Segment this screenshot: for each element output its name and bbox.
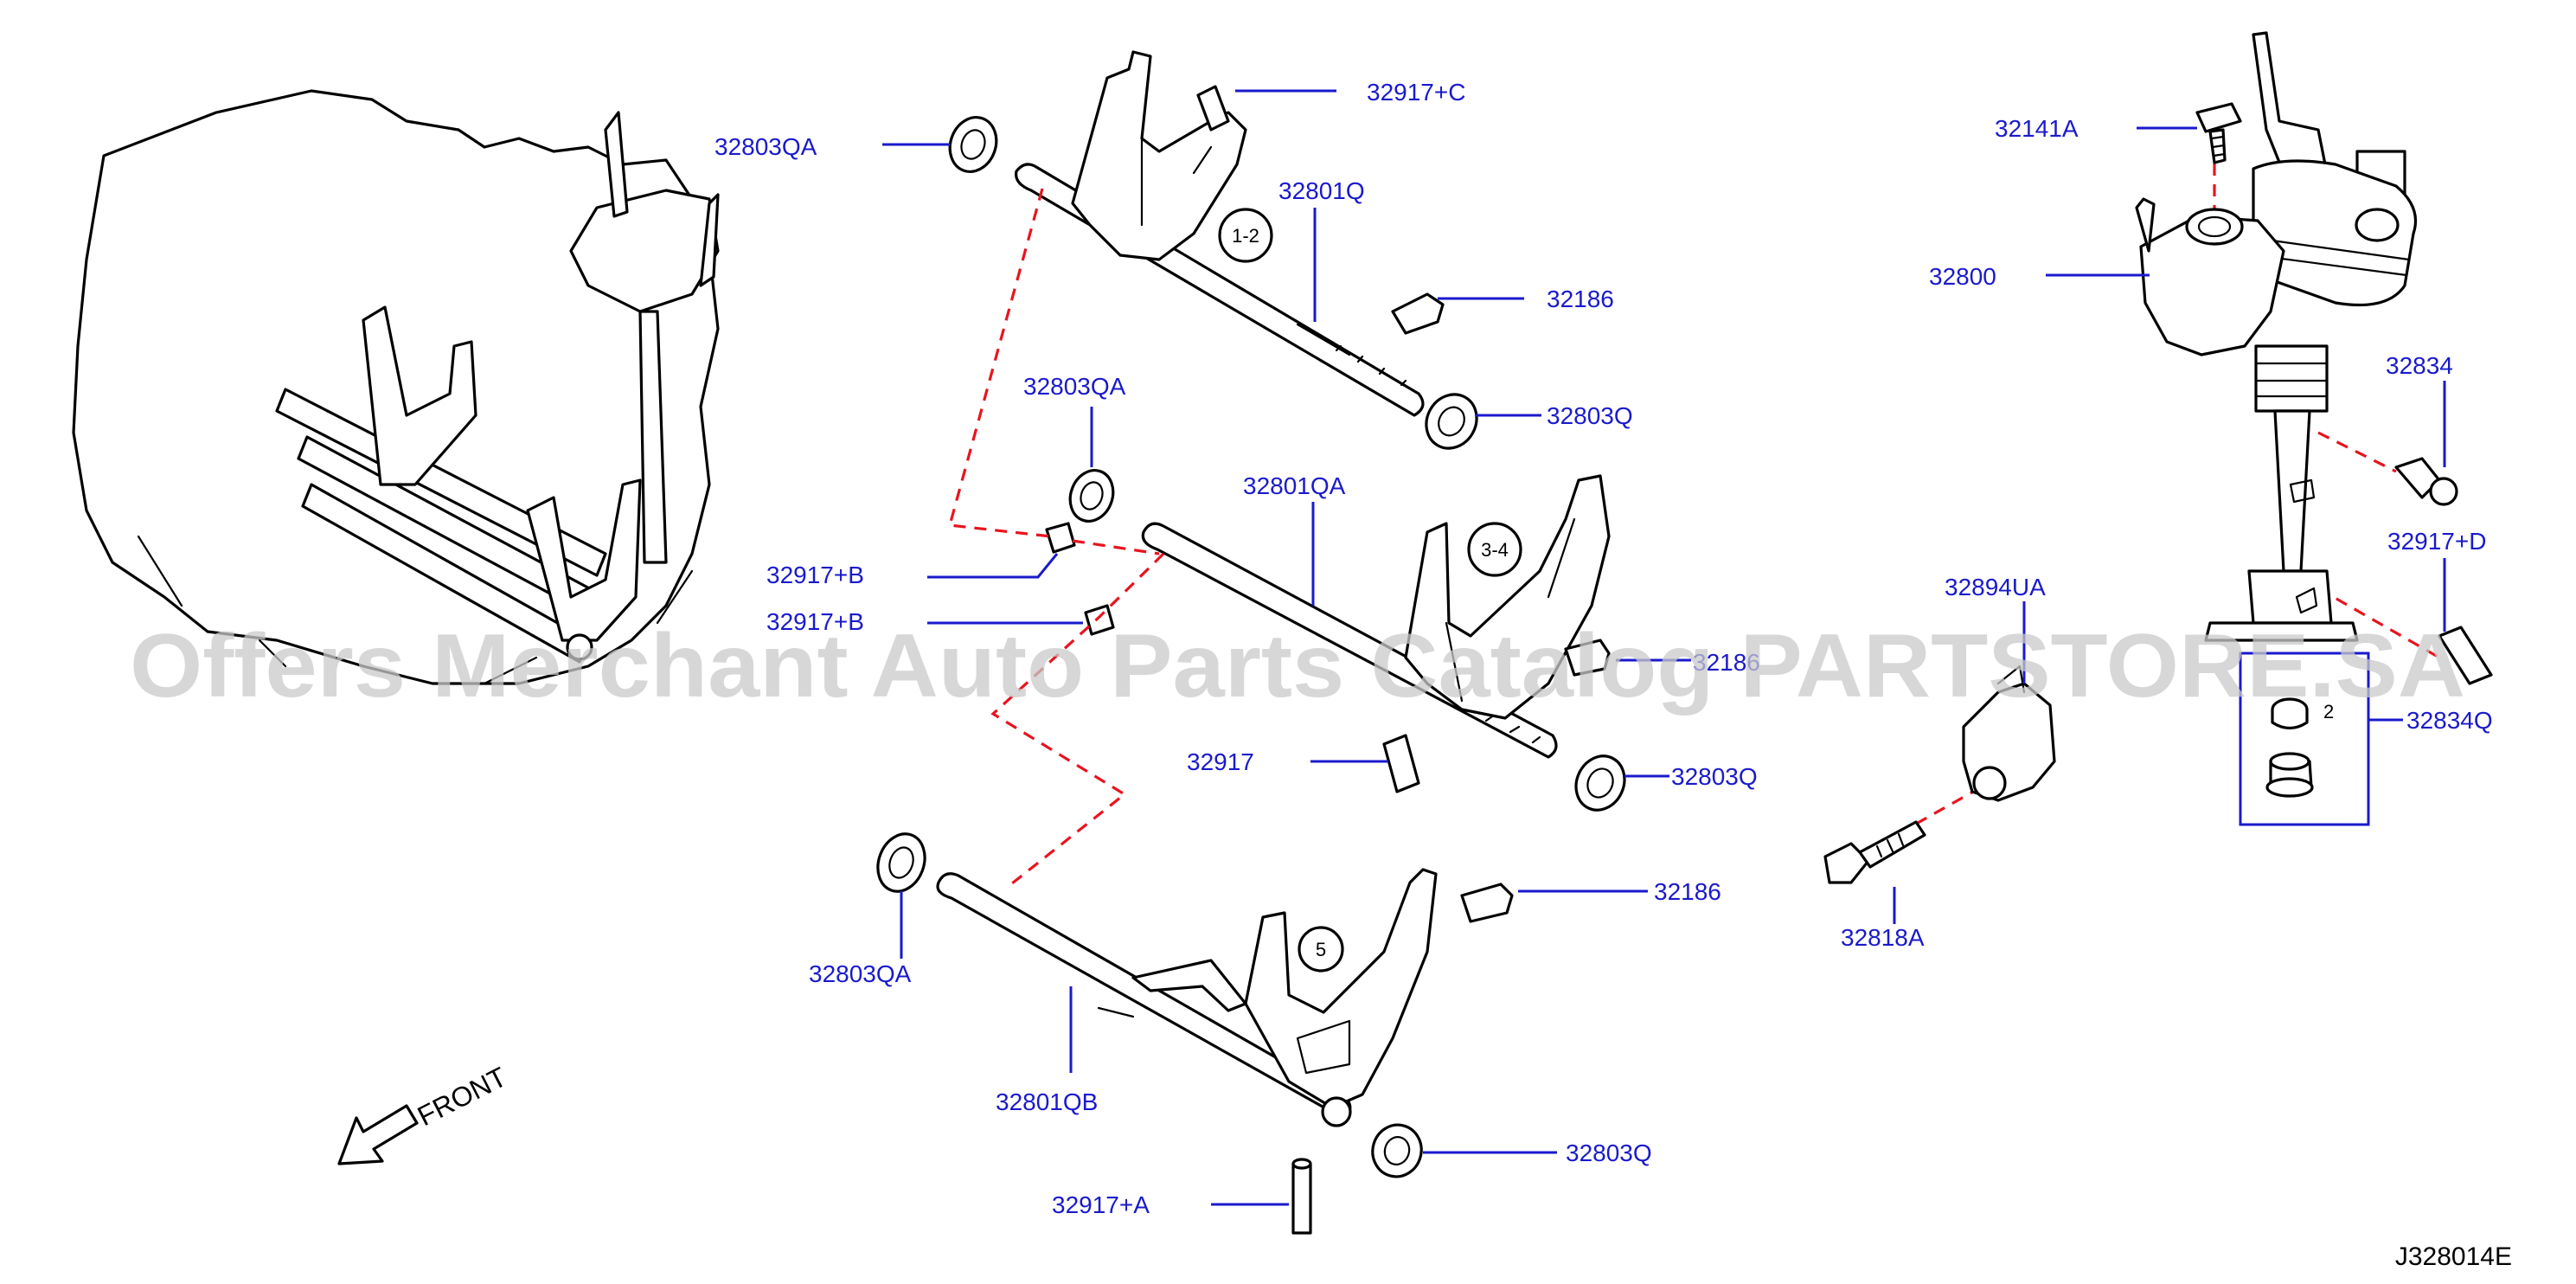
lever-32894UA (1962, 664, 2056, 802)
label-32186-low: 32186 (1654, 878, 1721, 905)
label-32917: 32917 (1187, 748, 1254, 775)
quantity-note: 2 (2323, 701, 2334, 722)
label-32800: 32800 (1929, 263, 1996, 290)
shift-rod-1-2 (948, 50, 1478, 450)
label-32801QA: 32801QA (1243, 472, 1346, 499)
label-32803Q-mid: 32803Q (1671, 763, 1758, 790)
label-32818A: 32818A (1841, 924, 1925, 951)
label-32917B-1: 32917+B (766, 562, 864, 588)
bolt-32818A (1823, 820, 1926, 884)
watermark-text: Offers Merchant Auto Parts Catalog PARTS… (130, 616, 2465, 716)
front-label: FRONT (413, 1061, 512, 1132)
label-32894UA: 32894UA (1945, 574, 2046, 600)
part-number-labels: 32803QA 32917+C 32801Q 32186 32803Q 3280… (714, 79, 2493, 1218)
front-arrow-icon (337, 1104, 419, 1165)
gear-mark-3-4 (1467, 522, 1522, 577)
diagram-code: J328014E (2395, 1242, 2512, 1271)
label-32803QA-mid: 32803QA (1023, 373, 1126, 400)
transmission-case-illustration (72, 89, 720, 685)
part-group-32834Q (2239, 652, 2370, 826)
label-32186-mid: 32186 (1693, 649, 1760, 676)
label-32803QA-top: 32803QA (714, 133, 817, 160)
label-32917C: 32917+C (1367, 79, 1465, 106)
label-32834Q: 32834Q (2406, 707, 2493, 734)
shift-selector-assembly (2135, 31, 2418, 642)
label-32803Q-low: 32803Q (1566, 1140, 1652, 1166)
pin-32917-D (2438, 626, 2493, 685)
label-32834: 32834 (2386, 352, 2453, 379)
shift-rod-5 (876, 832, 1514, 1235)
bolt-32141A (2195, 102, 2242, 164)
shift-rod-3-4 (1045, 469, 1626, 812)
assembly-dash-lines (947, 143, 2440, 889)
label-32917B-2: 32917+B (766, 608, 864, 635)
gear-mark-1-2 (1218, 208, 1273, 263)
label-32917A: 32917+A (1052, 1191, 1150, 1218)
gear-mark-5-text: 5 (1316, 939, 1326, 960)
leader-lines (882, 89, 2446, 1206)
gear-mark-3-4-text: 3-4 (1481, 539, 1509, 561)
label-32186-top: 32186 (1547, 286, 1614, 312)
label-32141A: 32141A (1995, 115, 2079, 142)
label-32917D: 32917+D (2387, 528, 2486, 555)
label-32803Q-top: 32803Q (1547, 402, 1633, 429)
gear-mark-5 (1298, 926, 1344, 973)
plug-32834 (2394, 457, 2458, 506)
label-32801Q: 32801Q (1278, 177, 1365, 204)
label-32801QB: 32801QB (996, 1088, 1098, 1115)
gear-mark-1-2-text: 1-2 (1232, 225, 1259, 247)
label-32803QA-low: 32803QA (809, 960, 912, 987)
front-direction-indicator: FRONT (337, 1061, 512, 1165)
